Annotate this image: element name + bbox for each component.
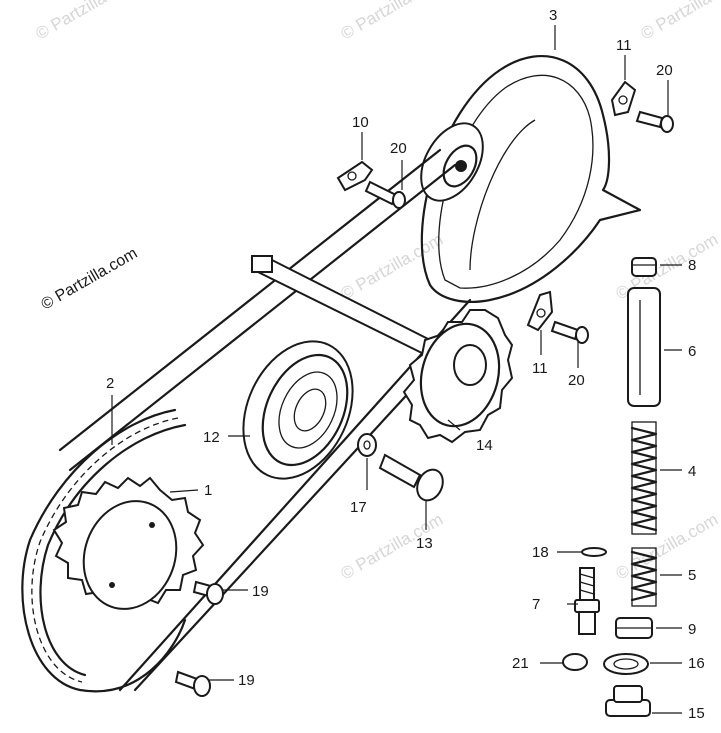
- callout-17: 17: [350, 499, 367, 516]
- nut-9: [615, 617, 653, 639]
- callout-19-upper: 19: [252, 583, 269, 600]
- callout-7: 7: [532, 596, 540, 613]
- callout-2: 2: [106, 375, 114, 392]
- callout-5: 5: [688, 567, 696, 584]
- drive-sprocket: [402, 309, 514, 444]
- washer-16: [603, 653, 649, 675]
- tube-6: [627, 287, 661, 407]
- bolt-20-left: [364, 180, 406, 209]
- callout-9: 9: [688, 621, 696, 638]
- bolt-20-top: [635, 110, 674, 133]
- cap-8: [631, 257, 657, 277]
- cap-21: [562, 653, 588, 671]
- pulley-wheel: [242, 340, 354, 480]
- callout-18: 18: [532, 544, 549, 561]
- watermark: © Partzilla.com: [613, 510, 721, 584]
- leader-lines: [111, 25, 682, 714]
- callout-20-mid: 20: [568, 372, 585, 389]
- bracket-11-top: [610, 80, 637, 117]
- callout-1: 1: [204, 482, 212, 499]
- callout-20-top: 20: [656, 62, 673, 79]
- watermark: © Partzilla.com: [338, 0, 447, 43]
- bracket-10: [336, 160, 374, 192]
- spring-5: [630, 547, 658, 607]
- bolt-19-upper: [192, 580, 224, 605]
- copyright-label: © Partzilla.com: [39, 245, 141, 314]
- screw-7: [574, 567, 600, 635]
- bolt-19-lower: [174, 670, 211, 697]
- bolt-20-mid: [550, 320, 589, 344]
- pin-18: [581, 547, 607, 557]
- washer-17: [357, 433, 377, 457]
- bolt-13: [378, 453, 444, 502]
- callout-12: 12: [203, 429, 220, 446]
- rear-sprocket: [52, 476, 205, 610]
- plug-15: [605, 685, 651, 717]
- watermark: © Partzilla.com: [33, 0, 142, 43]
- watermark: © Partzilla.com: [338, 230, 447, 304]
- callout-10: 10: [352, 114, 369, 131]
- spring-4: [630, 421, 658, 535]
- chain: [21, 408, 187, 693]
- callout-3: 3: [549, 7, 557, 24]
- idler-roller: [420, 122, 484, 202]
- callout-20-left: 20: [390, 140, 407, 157]
- callout-16: 16: [688, 655, 705, 672]
- bracket-11-mid: [526, 290, 554, 332]
- callout-11-top: 11: [616, 37, 632, 54]
- callouts: 2 1 3 4 5 6 7 8 9 10 11 11 12 13 14 15 1…: [106, 7, 705, 722]
- callout-14: 14: [476, 437, 493, 454]
- callout-13: 13: [416, 535, 433, 552]
- callout-8: 8: [688, 257, 696, 274]
- axle-shaft: [251, 255, 442, 360]
- callout-6: 6: [688, 343, 696, 360]
- callout-11-mid: 11: [532, 360, 548, 377]
- callout-4: 4: [688, 463, 696, 480]
- callout-21: 21: [512, 655, 529, 672]
- watermark: © Partzilla.com: [638, 0, 721, 43]
- callout-15: 15: [688, 705, 705, 722]
- callout-19-lower: 19: [238, 672, 255, 689]
